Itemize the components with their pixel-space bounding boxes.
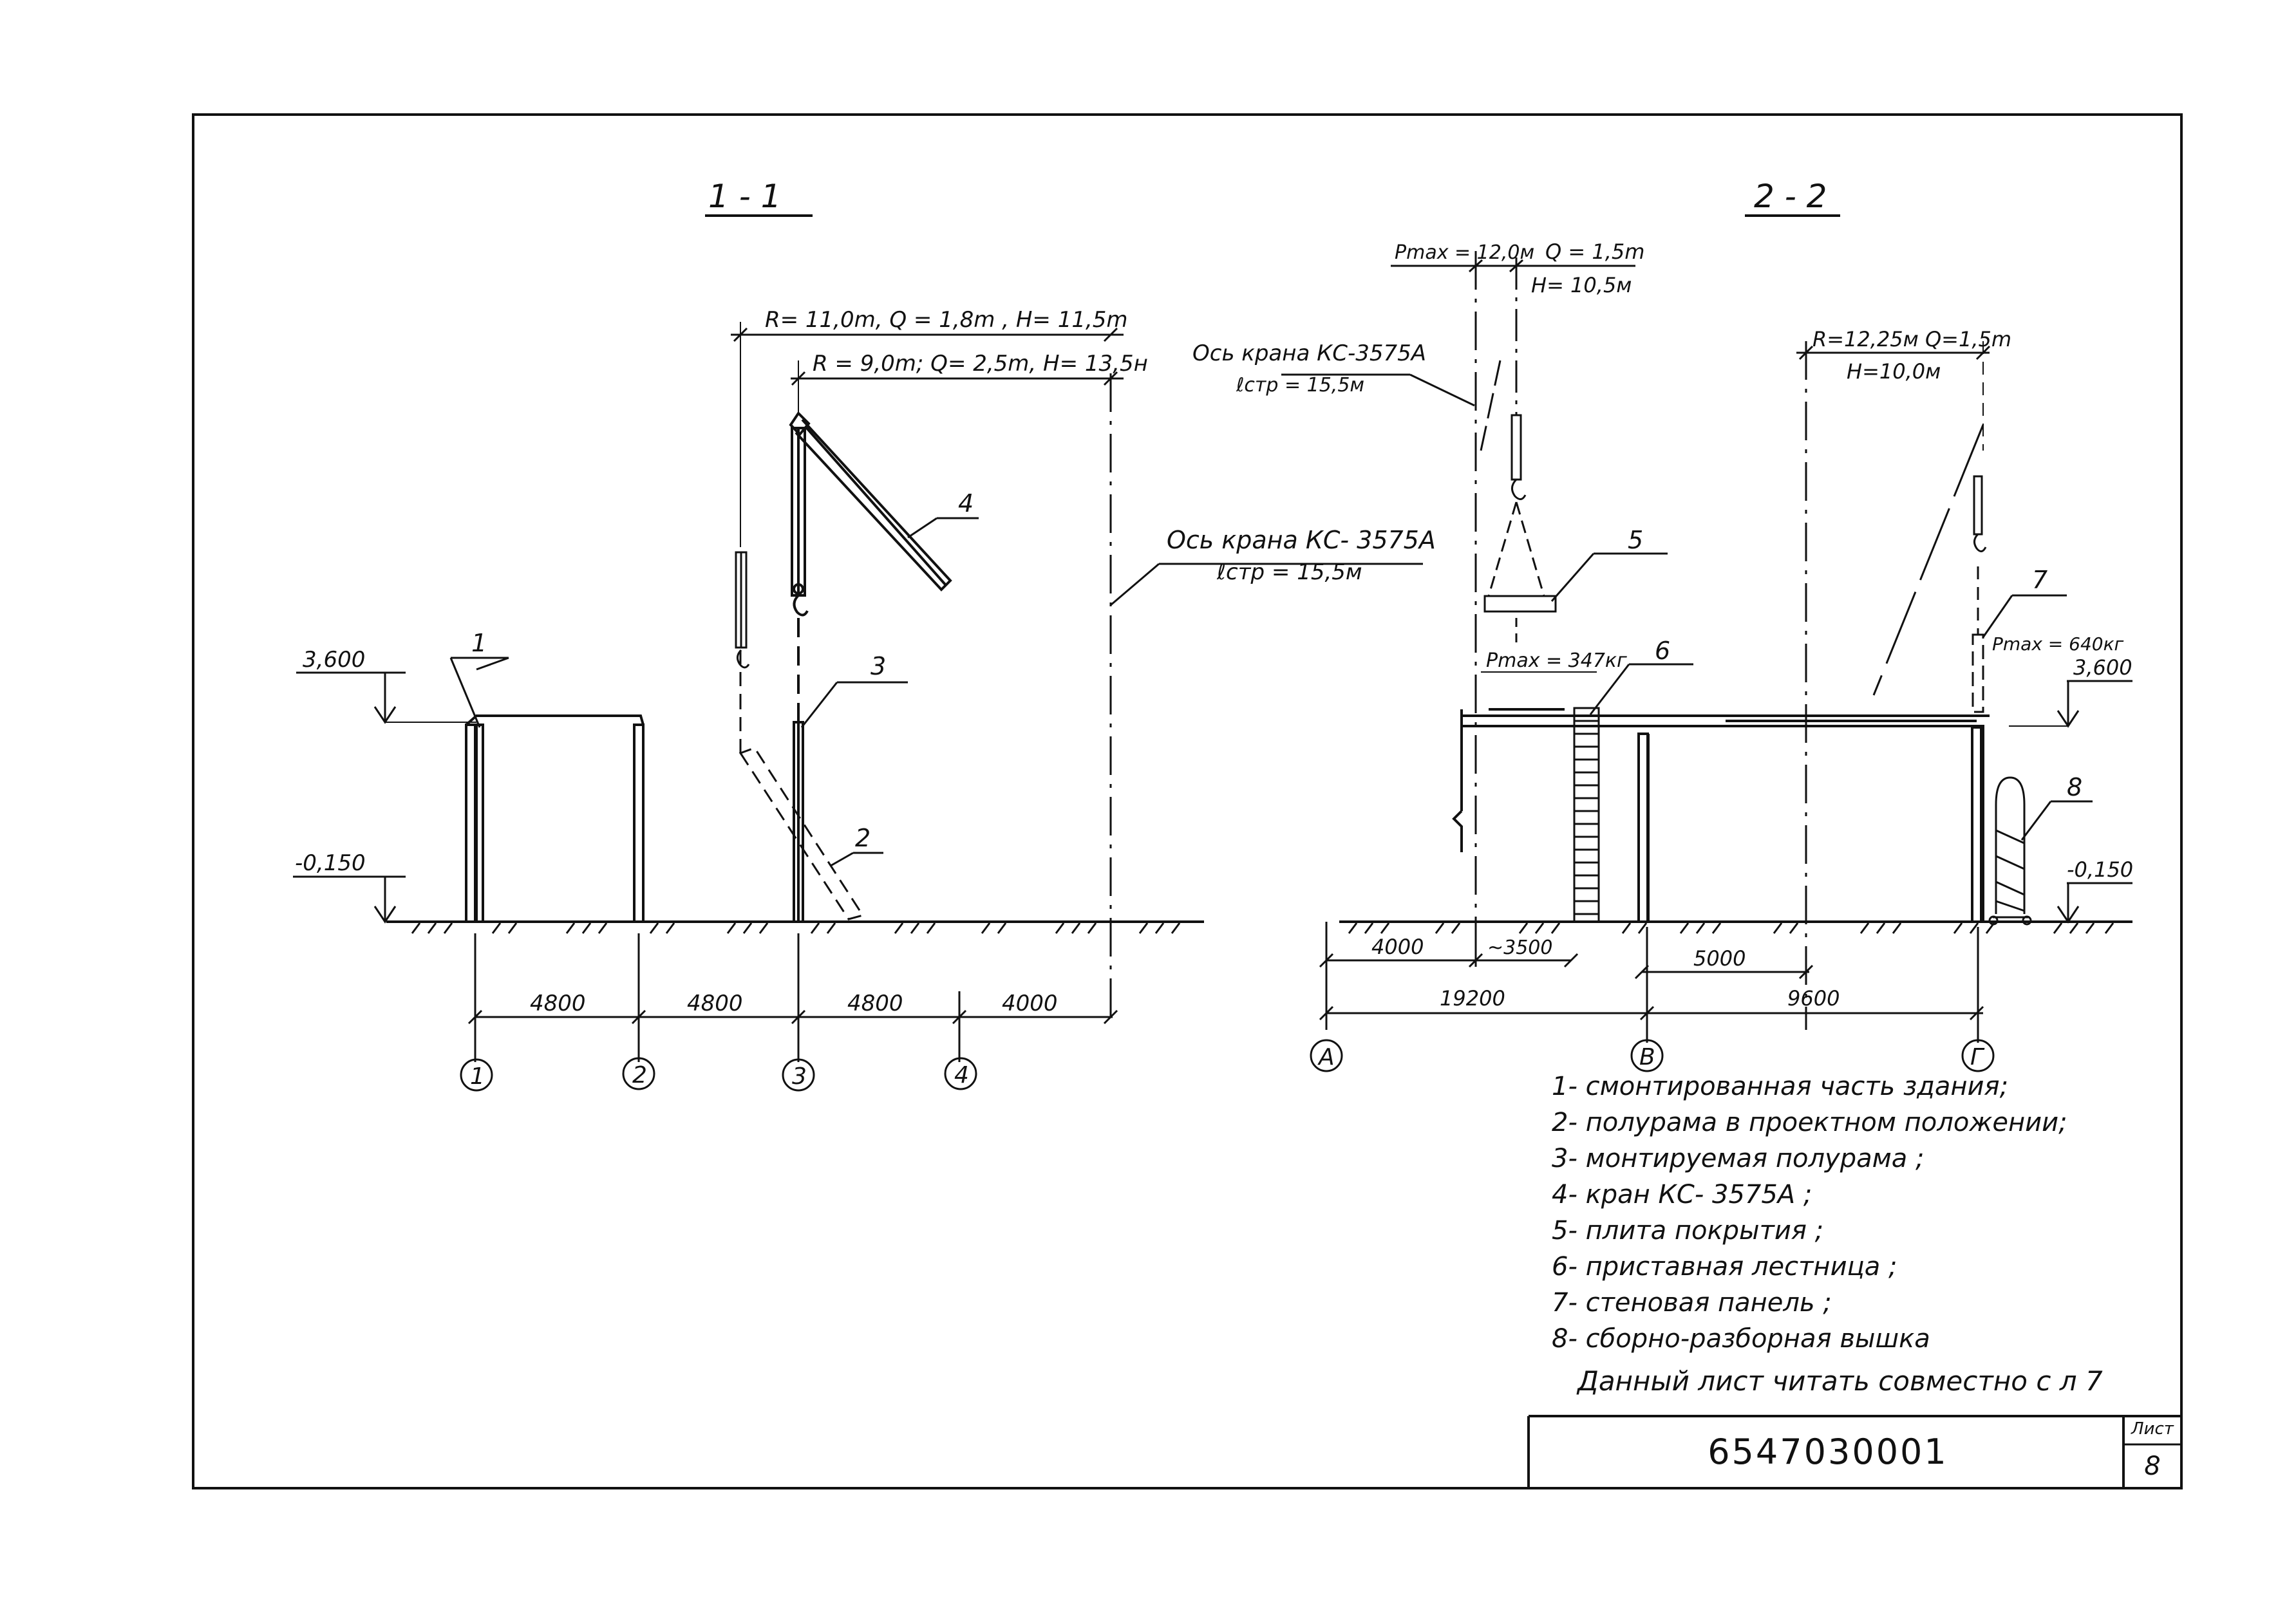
- crane-params-2-right: H=10,0м: [1847, 359, 1941, 384]
- callout-2: 2: [855, 824, 871, 852]
- callout-8: 8: [2067, 773, 2082, 801]
- document-code: 6547030001: [1708, 1431, 1948, 1472]
- callout-6: 6: [1655, 637, 1670, 665]
- dim-lower-1-right: 19200: [1440, 986, 1505, 1011]
- mounted-frame: [465, 714, 645, 923]
- axis-3: 3: [792, 1063, 807, 1090]
- title-block: [1527, 1415, 2181, 1488]
- callout-7: 7: [2032, 566, 2047, 594]
- portable-ladder: [1573, 707, 1600, 923]
- crane-axis-label-right: Ось крана КС-3575А: [1192, 341, 1426, 366]
- q-top-right: Q = 1,5m: [1545, 239, 1644, 264]
- legend-item: 8- сборно-разборная вышка: [1552, 1324, 1930, 1354]
- sheet-frame: [192, 113, 2183, 1489]
- callout-1: 1: [471, 629, 487, 657]
- legend-note: Данный лист читать совместно с л 7: [1577, 1365, 2103, 1397]
- legend-item: 6- приставная лестница ;: [1552, 1252, 1897, 1282]
- crane-params-2-left: R = 9,0m; Q= 2,5m, H= 13,5н: [813, 351, 1148, 377]
- half-frame-mounting: [793, 618, 804, 923]
- level-top-right: 3,600: [2073, 655, 2132, 680]
- axis-v: В: [1639, 1044, 1655, 1070]
- axis-g: Г: [1970, 1044, 1985, 1070]
- axis-4: 4: [954, 1062, 969, 1088]
- axis-a: А: [1317, 1044, 1335, 1070]
- dim-upper-3-right: 5000: [1693, 946, 1746, 971]
- crane-axis-sublabel-right: ℓстр = 15,5м: [1236, 374, 1364, 397]
- crane-kc-3575a: [789, 411, 952, 617]
- pmax-slab: Pmax = 347кг: [1486, 649, 1627, 672]
- legend-item: 1- смонтированная часть здания;: [1552, 1072, 2009, 1101]
- crane-axis-label-left: Ось крана КС- 3575А: [1167, 526, 1436, 554]
- pmax-panel: Pmax = 640кг: [1992, 633, 2124, 655]
- crane-boom-right: [1872, 424, 1984, 696]
- callout-5: 5: [1628, 526, 1643, 554]
- crane-axis-sublabel-left: ℓстр = 15,5м: [1216, 559, 1362, 585]
- section-title-left: 1 - 1: [708, 178, 781, 215]
- dim-3-left: 4800: [847, 991, 903, 1016]
- pmax-top-right: Pmax = 12,0м: [1395, 241, 1534, 264]
- legend-item: 5- плита покрытия ;: [1552, 1216, 1824, 1246]
- level-bottom-right: -0,150: [2067, 857, 2133, 882]
- ground-hatch-right: [1348, 922, 2114, 934]
- axis-1: 1: [470, 1063, 485, 1090]
- dim-upper-1-right: 4000: [1371, 935, 1424, 959]
- legend-item: 2- полурама в проектном положении;: [1552, 1108, 2067, 1137]
- crane-params-1-right: R=12,25м Q=1,5m: [1812, 327, 2011, 351]
- section-2-2: 2 - 2: [1192, 178, 2133, 1072]
- section-1-1: 1 - 1: [293, 178, 1436, 1092]
- dim-upper-2-right: ~3500: [1487, 937, 1552, 959]
- legend: 1- смонтированная часть здания; 2- полур…: [1552, 1069, 2196, 1399]
- prefab-tower: [1988, 776, 2032, 926]
- slab-hook: [1483, 257, 1557, 649]
- dim-2-left: 4800: [687, 991, 743, 1016]
- level-top-left: 3,600: [303, 647, 365, 673]
- level-bottom-left: -0,150: [295, 850, 366, 876]
- building-frame-right: [1452, 708, 1990, 923]
- sheet-label: Лист: [2131, 1419, 2174, 1439]
- legend-item: 4- кран КС- 3575А ;: [1552, 1180, 1812, 1209]
- legend-item: 3- монтируемая полурама ;: [1552, 1144, 1925, 1173]
- dim-4-left: 4000: [1002, 991, 1058, 1016]
- crane-params-1-left: R= 11,0m, Q = 1,8m , H= 11,5m: [765, 307, 1128, 333]
- legend-item: 7- стеновая панель ;: [1552, 1288, 1832, 1318]
- section-title-right: 2 - 2: [1754, 178, 1827, 215]
- callout-3: 3: [871, 652, 886, 680]
- h-top-right: H= 10,5м: [1531, 273, 1632, 297]
- dim-lower-2-right: 9600: [1787, 986, 1840, 1011]
- ground-hatch-left: [411, 922, 1181, 934]
- sheet-number: 8: [2144, 1451, 2161, 1481]
- callout-4: 4: [958, 489, 974, 518]
- hook-left: [735, 551, 750, 669]
- axis-2: 2: [632, 1062, 647, 1088]
- dim-1-left: 4800: [530, 991, 586, 1016]
- wall-panel-hanging: [1972, 475, 1987, 713]
- half-frame-design-position: [739, 650, 865, 920]
